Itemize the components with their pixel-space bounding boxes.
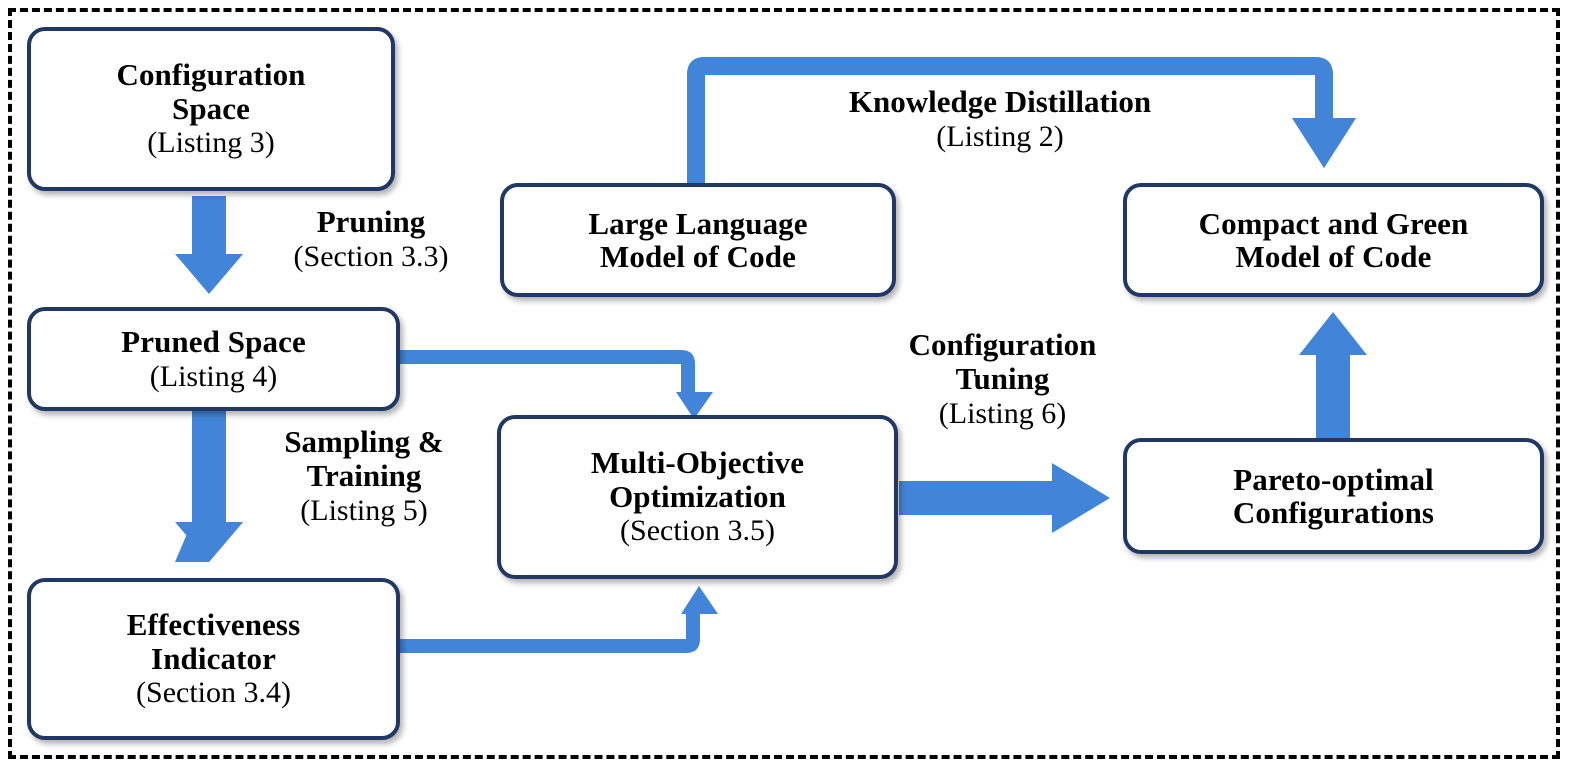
edge-label-knowledge-distillation: Knowledge Distillation (Listing 2) — [760, 84, 1240, 154]
node-title-line2: Model of Code — [600, 239, 796, 274]
node-title-line2: Optimization — [609, 478, 786, 514]
node-title-line1: Effectiveness — [126, 607, 301, 643]
edge-label-title-line2: Training — [306, 458, 422, 494]
node-subtitle: (Listing 4) — [149, 359, 278, 393]
node-title-line1: Pruned Space — [121, 324, 306, 360]
edge-label-subtitle: (Listing 6) — [938, 397, 1067, 431]
node-large-language-model-of-code[interactable]: Large Language Model of Code — [500, 183, 896, 297]
node-multi-objective-optimization[interactable]: Multi-Objective Optimization (Section 3.… — [497, 415, 898, 579]
edge-label-title-line1: Knowledge Distillation — [848, 84, 1152, 119]
node-compact-and-green-model-of-code[interactable]: Compact and Green Model of Code — [1123, 183, 1544, 297]
node-title-line2: Model of Code — [1235, 239, 1432, 274]
node-subtitle: (Listing 3) — [147, 126, 275, 160]
diagram-outer-frame — [8, 8, 1560, 759]
node-subtitle: (Section 3.5) — [620, 514, 775, 548]
edge-label-title-line1: Configuration — [908, 327, 1097, 362]
node-pruned-space[interactable]: Pruned Space (Listing 4) — [27, 307, 400, 411]
node-configuration-space[interactable]: Configuration Space (Listing 3) — [27, 27, 395, 191]
edge-label-title-line1: Sampling & — [284, 424, 444, 459]
node-title-line1: Multi-Objective — [590, 445, 805, 481]
node-subtitle: (Section 3.4) — [136, 676, 291, 710]
node-title-line2: Indicator — [151, 640, 276, 676]
node-title-line2: Configurations — [1232, 495, 1435, 530]
node-title-line1: Configuration — [116, 57, 306, 93]
node-effectiveness-indicator[interactable]: Effectiveness Indicator (Section 3.4) — [27, 578, 400, 740]
node-title-line1: Pareto-optimal — [1233, 461, 1434, 497]
edge-label-title-line2: Tuning — [955, 361, 1050, 397]
edge-label-subtitle: (Section 3.3) — [293, 240, 449, 274]
edge-label-sampling-and-training: Sampling & Training (Listing 5) — [239, 424, 489, 528]
edge-label-subtitle: (Listing 2) — [936, 120, 1064, 154]
edge-label-subtitle: (Listing 5) — [300, 494, 428, 528]
node-title-line1: Large Language — [588, 205, 808, 241]
edge-label-title: Pruning — [316, 204, 426, 239]
edge-label-pruning: Pruning (Section 3.3) — [246, 204, 496, 274]
node-pareto-optimal-configurations[interactable]: Pareto-optimal Configurations — [1123, 438, 1544, 554]
node-title-line2: Space — [172, 90, 250, 126]
edge-label-configuration-tuning: Configuration Tuning (Listing 6) — [865, 327, 1140, 431]
node-title-line1: Compact and Green — [1198, 205, 1469, 241]
